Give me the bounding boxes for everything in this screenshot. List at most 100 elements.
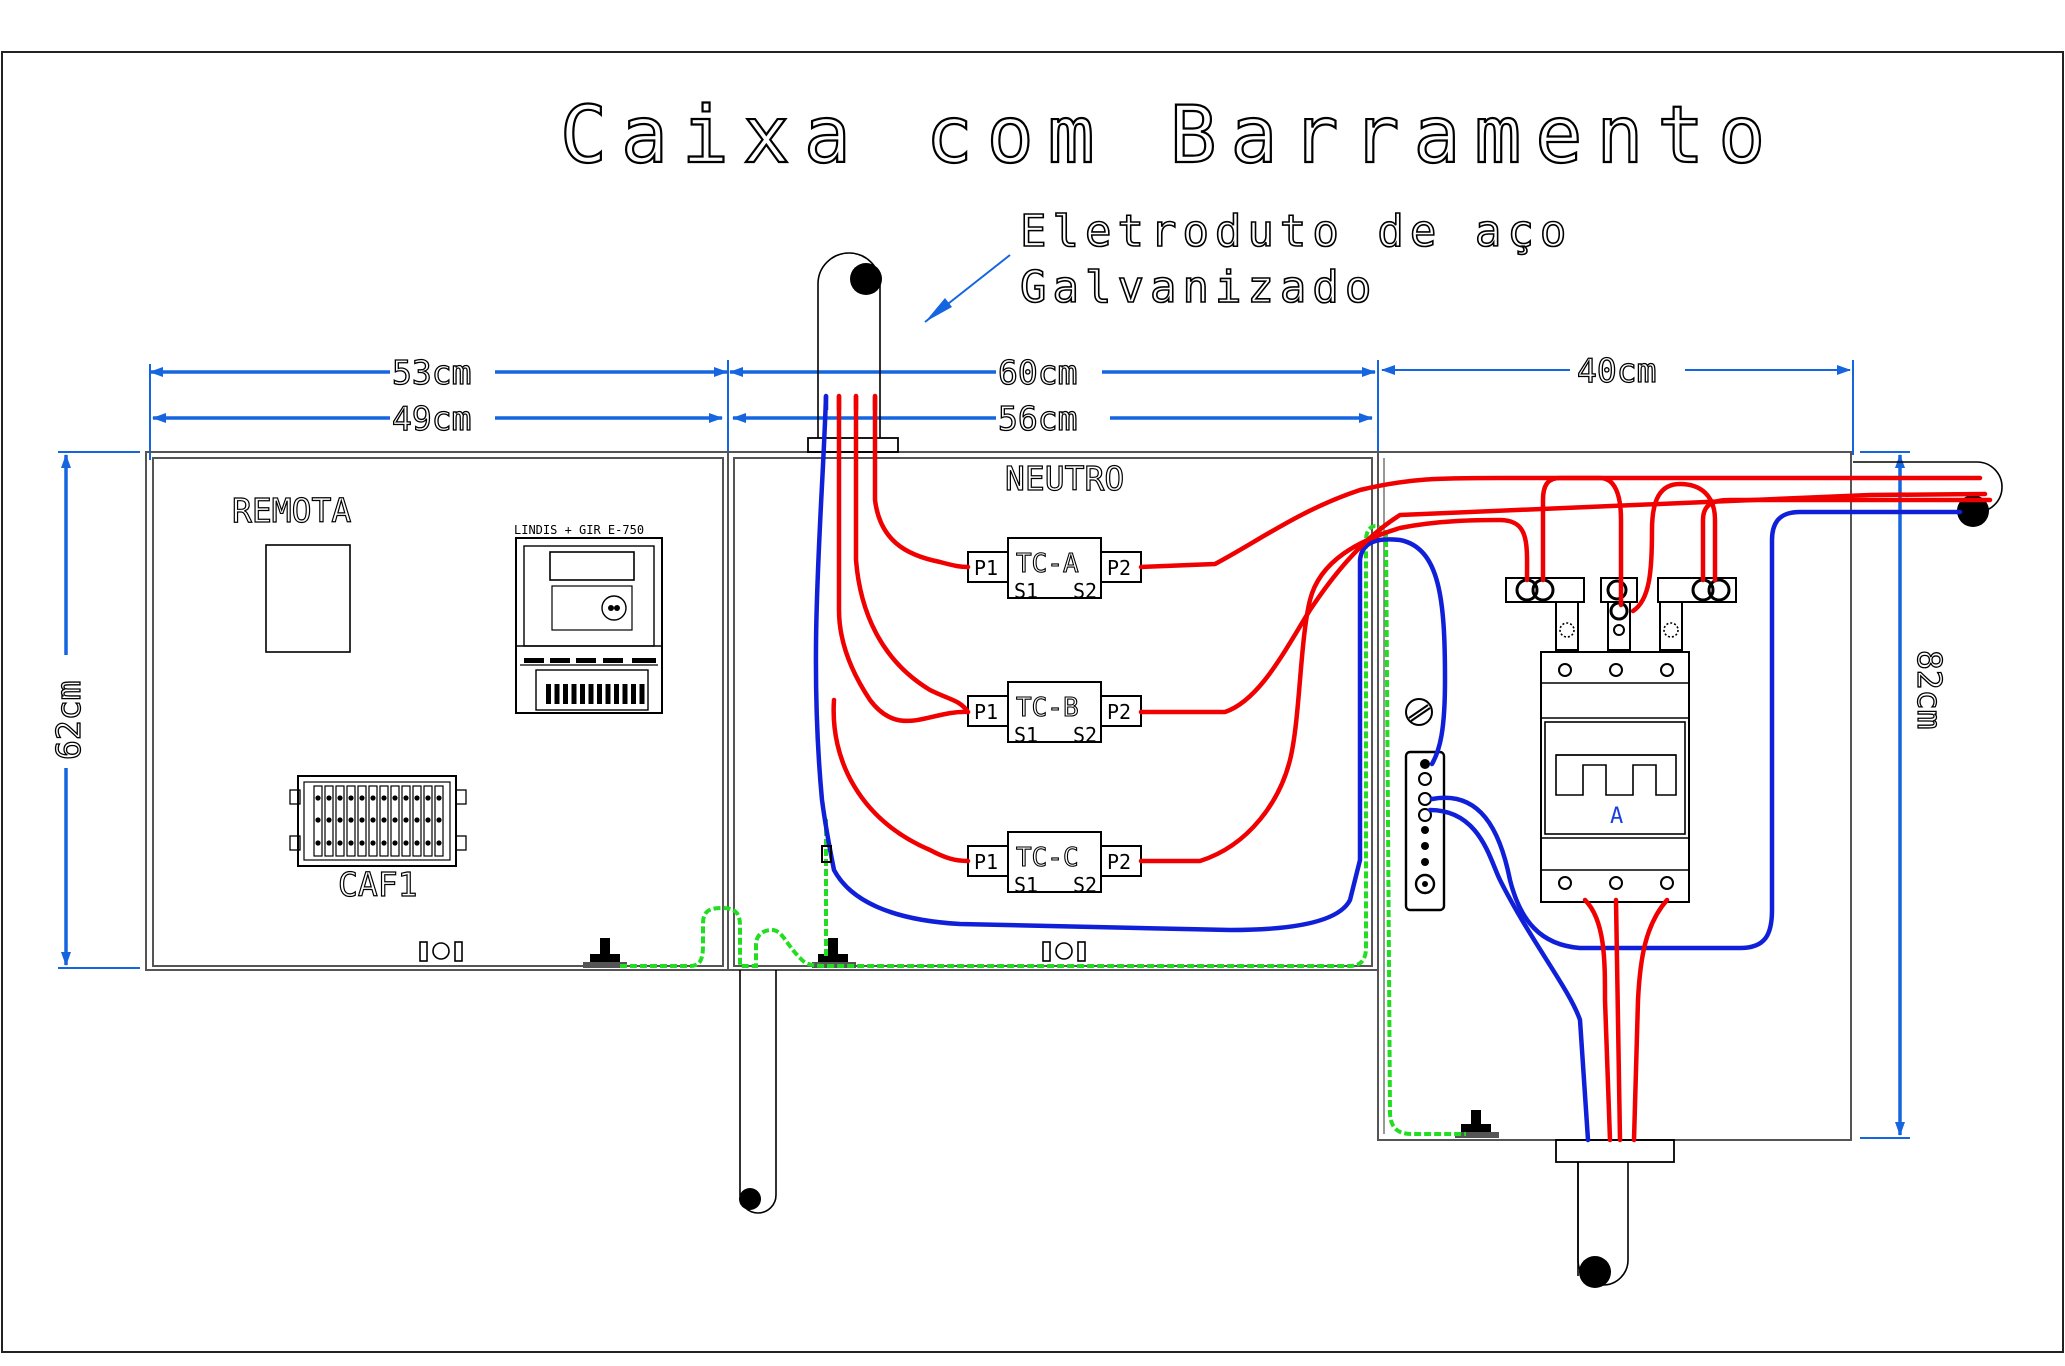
caf-terminal — [401, 785, 411, 857]
meter-terminal — [622, 684, 628, 704]
meter-terminal — [546, 684, 551, 704]
tc-a-p1: P1 — [974, 556, 998, 580]
caf-terminal — [335, 785, 345, 857]
caf-screw — [337, 817, 343, 823]
caf-screw — [315, 840, 321, 846]
label-neutro: NEUTRO — [1005, 459, 1124, 498]
caf-screw — [326, 840, 332, 846]
caf-screw — [337, 840, 343, 846]
caf-screw — [315, 817, 321, 823]
meter-terminal — [631, 684, 636, 704]
top-conduit — [807, 252, 899, 453]
dimension-top-inner-left: 49cm — [152, 398, 723, 439]
tc-b-p1: P1 — [974, 700, 998, 724]
tc-b-name: TC-B — [1016, 693, 1079, 723]
caf-terminal — [357, 785, 367, 857]
caf-screw — [370, 795, 376, 801]
meter-label: LINDIS + GIR E-750 — [514, 523, 644, 537]
meter-terminal — [588, 684, 594, 704]
label-caf1: CAF1 — [338, 865, 417, 904]
tc-c-p2: P2 — [1107, 850, 1131, 874]
left-ground-clamp-icon — [583, 938, 627, 968]
middle-ground-clamp-icon — [812, 938, 856, 968]
tc-a-name: TC-A — [1016, 549, 1079, 579]
ground-screw-icon — [1405, 698, 1433, 726]
current-transformer-b: P1 P2 TC-B S1 S2 — [967, 681, 1142, 747]
right-ground-clamp-icon — [1455, 1110, 1499, 1138]
dimension-top-inner-middle: 56cm — [732, 398, 1373, 439]
caf-screw — [359, 840, 365, 846]
tc-a-s2: S2 — [1073, 579, 1097, 603]
caf-screw — [359, 817, 365, 823]
caf-screw — [337, 795, 343, 801]
caf-terminal — [434, 785, 444, 857]
meter-terminal — [571, 684, 577, 704]
ground-wire — [620, 524, 1466, 1136]
caf-screw — [326, 795, 332, 801]
current-transformer-a: P1 P2 TC-A S1 S2 — [967, 537, 1142, 603]
caf-screw — [392, 795, 398, 801]
meter-terminal — [605, 684, 611, 704]
caf-screw — [425, 795, 431, 801]
caf-terminal — [412, 785, 422, 857]
dim-49cm: 49cm — [392, 399, 471, 438]
breaker-letter: A — [1610, 804, 1623, 829]
circuit-breaker: A — [1540, 651, 1690, 903]
caf-screw — [315, 795, 321, 801]
drawing-frame — [1, 51, 2064, 1353]
dimension-top-outer-left: 53cm — [149, 352, 728, 460]
caf-terminal — [379, 785, 389, 857]
tc-a-p2: P2 — [1107, 556, 1131, 580]
caf-screw — [414, 840, 420, 846]
right-top-conduit — [1853, 461, 2003, 527]
caf-screw — [425, 840, 431, 846]
caf-screw — [381, 817, 387, 823]
caf-screw — [436, 795, 442, 801]
caf-terminal — [313, 785, 323, 857]
note-leader — [924, 254, 1011, 323]
neutral-lug-icon — [821, 845, 832, 863]
dim-62cm: 62cm — [49, 681, 88, 760]
tc-c-s2: S2 — [1073, 873, 1097, 897]
caf-screw — [436, 817, 442, 823]
left-box-latch — [419, 941, 463, 962]
phase-wires — [831, 393, 1993, 1143]
caf-screw — [326, 817, 332, 823]
caf-screw — [392, 840, 398, 846]
meter-terminal-block — [546, 684, 645, 704]
tc-b-s1: S1 — [1014, 723, 1038, 747]
caf-screw — [403, 840, 409, 846]
meter-terminal — [563, 684, 568, 704]
caf-screw — [348, 817, 354, 823]
caf-screw — [403, 817, 409, 823]
dimension-top-right: 40cm — [1381, 350, 1854, 455]
caf-screw — [348, 795, 354, 801]
caf-screw — [436, 840, 442, 846]
meter-terminal — [639, 684, 645, 704]
tc-a-s1: S1 — [1014, 579, 1038, 603]
tc-c-p1: P1 — [974, 850, 998, 874]
meter-terminal — [614, 684, 619, 704]
caf-screw — [359, 795, 365, 801]
meter-terminal — [597, 684, 602, 704]
tc-b-s2: S2 — [1073, 723, 1097, 747]
dim-82cm: 82cm — [1910, 650, 1949, 729]
tc-b-p2: P2 — [1107, 700, 1131, 724]
breaker-handle-icon — [1555, 754, 1677, 796]
dim-40cm: 40cm — [1577, 351, 1656, 390]
caf-terminal — [368, 785, 378, 857]
caf-terminal — [390, 785, 400, 857]
caf-screw — [370, 817, 376, 823]
caf-screw — [425, 817, 431, 823]
tc-c-name: TC-C — [1016, 843, 1079, 873]
tc-c-s1: S1 — [1014, 873, 1038, 897]
caf-screw — [370, 840, 376, 846]
middle-box-latch — [1042, 941, 1086, 962]
meter-display — [549, 551, 635, 581]
caf-screw — [381, 795, 387, 801]
caf-screw — [414, 817, 420, 823]
caf-terminal — [423, 785, 433, 857]
dimension-left-height: 62cm — [48, 451, 140, 969]
note-line-1: Eletroduto de aço — [1020, 206, 1572, 257]
